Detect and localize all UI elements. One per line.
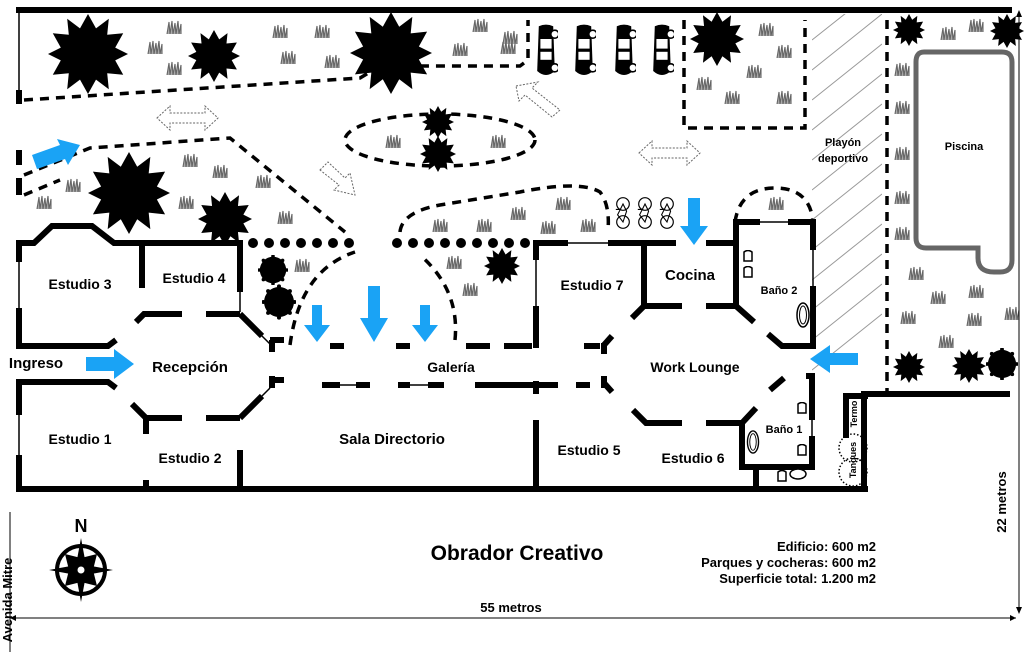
blue-arrow-icon bbox=[360, 286, 388, 342]
label-estudio-5: Estudio 5 bbox=[557, 442, 620, 458]
width-dimension-label: 55 metros bbox=[480, 600, 541, 615]
tree-icon bbox=[258, 255, 288, 285]
label-bano-1: Baño 1 bbox=[766, 424, 803, 436]
compass-rose-icon bbox=[49, 538, 113, 602]
label-playon: Playón bbox=[825, 137, 861, 149]
outline-arrow-icon bbox=[319, 161, 356, 196]
label-bano-2: Baño 2 bbox=[761, 285, 798, 297]
tree-icon bbox=[690, 12, 744, 66]
label-estudio-6: Estudio 6 bbox=[661, 450, 724, 466]
tree-icon bbox=[952, 349, 986, 383]
outline-arrow-icon bbox=[156, 104, 219, 132]
tree-icon bbox=[422, 106, 454, 138]
car-icon bbox=[536, 23, 558, 77]
bicycle-rack bbox=[615, 197, 674, 229]
stat-parques: Parques y cocheras: 600 m2 bbox=[701, 555, 876, 570]
label-sala-directorio: Sala Directorio bbox=[339, 431, 445, 448]
stat-edificio: Edificio: 600 m2 bbox=[777, 539, 876, 554]
blue-arrow-icon bbox=[304, 305, 330, 342]
building-walls bbox=[16, 219, 868, 492]
tree-icon bbox=[893, 351, 925, 383]
label-recepcion: Recepción bbox=[152, 359, 228, 376]
circulation-arrows bbox=[156, 81, 701, 196]
label-deportivo: deportivo bbox=[818, 153, 868, 165]
stat-superficie-total: Superficie total: 1.200 m2 bbox=[719, 571, 876, 586]
height-dimension-label: 22 metros bbox=[994, 471, 1009, 532]
label-ingreso: Ingreso bbox=[9, 355, 63, 372]
bicycle-icon bbox=[659, 197, 674, 229]
car-icon bbox=[614, 23, 636, 77]
blue-arrow-icon bbox=[86, 349, 134, 379]
bathroom-fixtures bbox=[743, 250, 810, 482]
hedge-row bbox=[248, 238, 530, 248]
car-icon bbox=[574, 23, 596, 77]
tree-icon bbox=[88, 152, 170, 234]
compass-rose: N bbox=[49, 516, 113, 602]
tree-icon bbox=[986, 348, 1018, 380]
area-stats: Edificio: 600 m2 Parques y cocheras: 600… bbox=[701, 539, 876, 586]
toilet-icon bbox=[743, 266, 753, 278]
label-estudio-7: Estudio 7 bbox=[560, 277, 623, 293]
label-work-lounge: Work Lounge bbox=[650, 359, 739, 375]
outline-arrow-icon bbox=[515, 81, 561, 118]
tree-icon bbox=[484, 248, 520, 284]
label-galeria: Galería bbox=[427, 359, 475, 375]
pool bbox=[913, 49, 1015, 275]
label-estudio-3: Estudio 3 bbox=[48, 276, 111, 292]
bathtub-icon bbox=[746, 430, 760, 454]
label-tanques: Tanques bbox=[848, 442, 858, 478]
bathtub-icon bbox=[796, 302, 810, 328]
toilet-icon bbox=[777, 470, 787, 482]
label-cocina: Cocina bbox=[665, 267, 716, 284]
label-termo: Termo bbox=[849, 400, 859, 427]
car-icon bbox=[652, 23, 674, 77]
bicycle-icon bbox=[637, 197, 652, 229]
blue-arrow-icon bbox=[412, 305, 438, 342]
tree-icon bbox=[48, 14, 128, 94]
sink-icon bbox=[743, 250, 753, 262]
playon-deportivo-area bbox=[812, 14, 882, 371]
toilet-icon bbox=[797, 402, 807, 414]
plan-title: Obrador Creativo bbox=[431, 542, 604, 565]
tree-icon bbox=[350, 12, 432, 94]
grass-patches bbox=[36, 18, 1020, 348]
blue-arrow-icon bbox=[810, 345, 858, 373]
tree-icon bbox=[198, 192, 252, 246]
dimension-lines: 55 metros 22 metros Avenida Mitre bbox=[0, 10, 1022, 652]
room-labels: Estudio 3 Estudio 4 Estudio 1 Estudio 2 … bbox=[9, 137, 984, 478]
tree-icon bbox=[262, 284, 296, 320]
tree-icon bbox=[893, 14, 925, 46]
sink-icon bbox=[797, 444, 807, 456]
blue-arrow-icon bbox=[32, 139, 80, 169]
label-estudio-1: Estudio 1 bbox=[48, 431, 111, 447]
street-label: Avenida Mitre bbox=[0, 558, 15, 643]
property-boundary bbox=[16, 7, 1012, 397]
label-estudio-4: Estudio 4 bbox=[162, 270, 225, 286]
entry-arrows bbox=[32, 139, 858, 379]
label-piscina: Piscina bbox=[945, 141, 984, 153]
compass-north-label: N bbox=[75, 516, 88, 536]
parking-cars bbox=[536, 23, 674, 77]
label-estudio-2: Estudio 2 bbox=[158, 450, 221, 466]
blue-arrow-icon bbox=[680, 198, 708, 245]
tree-icon bbox=[188, 30, 240, 82]
bicycle-icon bbox=[615, 197, 630, 229]
water-tanks bbox=[838, 433, 868, 487]
outline-arrow-icon bbox=[638, 139, 701, 167]
